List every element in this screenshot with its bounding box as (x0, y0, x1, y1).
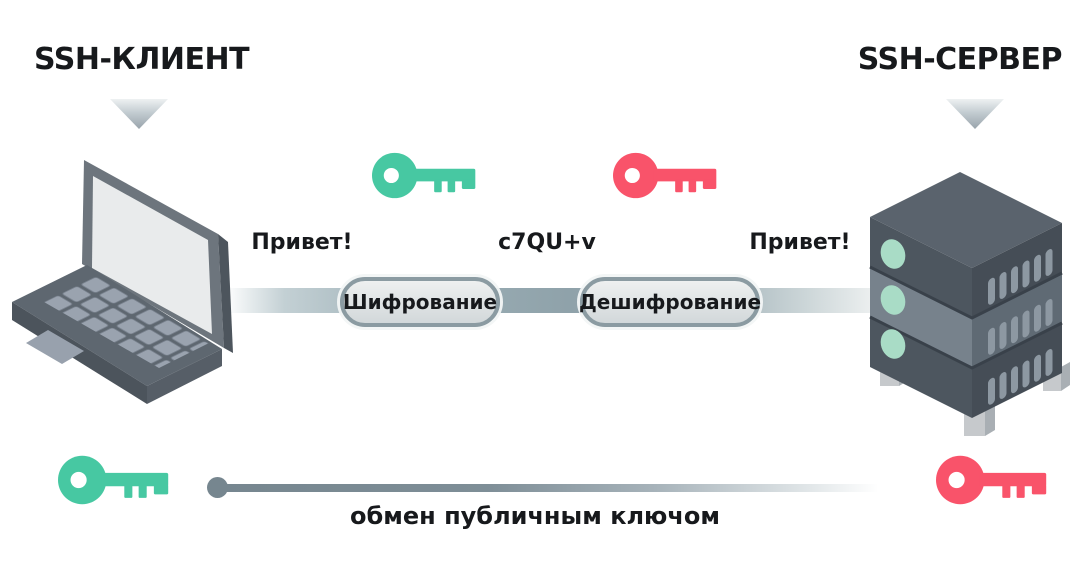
session-key-red-icon (613, 152, 717, 199)
client-title: SSH-КЛИЕНТ (34, 42, 250, 77)
exchange-line (217, 484, 892, 492)
encryption-step-label: Шифрование (342, 290, 498, 314)
server-rack-illustration (869, 172, 1070, 436)
server-indicator-lights (880, 239, 906, 359)
message-plaintext-client: Привет! (251, 230, 353, 255)
session-key-green-icon (372, 152, 476, 199)
public-key-red-icon (936, 455, 1047, 505)
server-vents (988, 249, 1053, 405)
triangle-down-icon (946, 99, 1004, 129)
message-plaintext-server: Привет! (749, 230, 851, 255)
key-icon (372, 152, 476, 199)
server-title: SSH-СЕРВЕР (857, 42, 1063, 77)
message-ciphertext: c7QU+v (498, 230, 596, 255)
encryption-step-pill: Шифрование (340, 277, 500, 327)
key-icon (58, 455, 169, 505)
triangle-down-icon (110, 99, 168, 129)
transport-pipe (225, 288, 885, 313)
decryption-step-label: Дешифрование (578, 290, 762, 314)
decryption-step-pill: Дешифрование (578, 277, 762, 327)
key-icon (936, 455, 1047, 505)
key-icon (613, 152, 717, 199)
exchange-label: обмен публичным ключом (350, 502, 720, 530)
public-key-green-icon (58, 455, 169, 505)
laptop-illustration (12, 160, 233, 404)
